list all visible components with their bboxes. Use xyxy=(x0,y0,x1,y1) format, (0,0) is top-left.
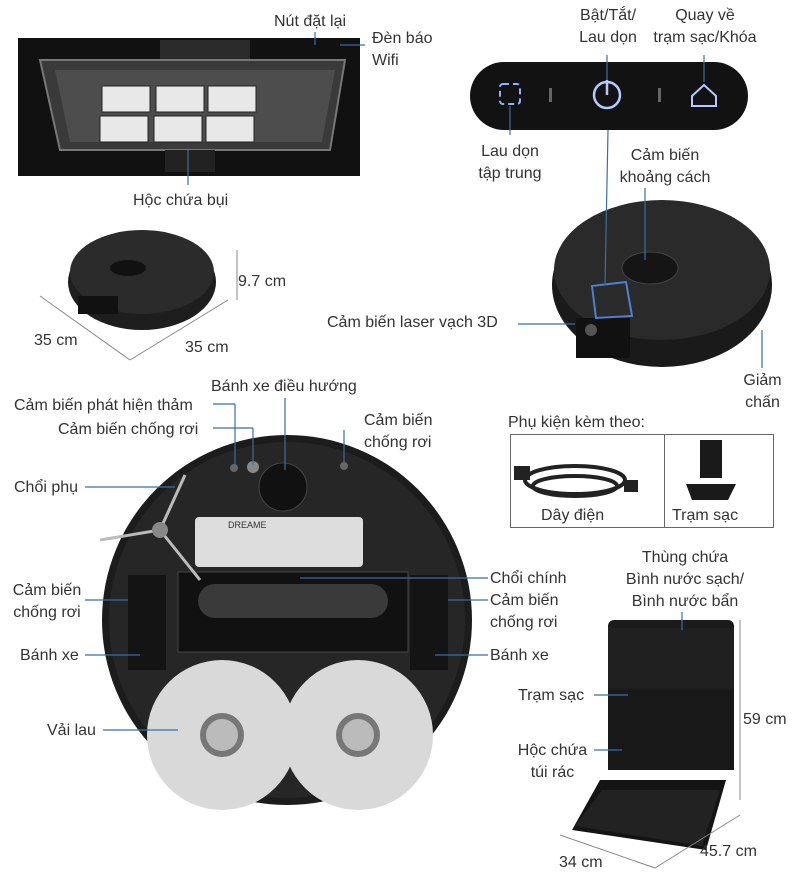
dock-label: Trạm sạc xyxy=(518,687,585,704)
accessories-box xyxy=(510,434,774,528)
dock-width-dimension: 34 cm xyxy=(559,854,603,871)
robot-brand-plate: DREAME xyxy=(228,520,267,530)
accessories-graphics xyxy=(514,440,736,500)
laser-3d-sensor-label: Cảm biến laser vạch 3D xyxy=(327,314,498,331)
cliff-sensor-right-top-label: Cảm biến chống rơi xyxy=(364,412,433,451)
dust-bin-photo xyxy=(18,38,360,176)
carpet-sensor-label: Cảm biến phát hiện thảm xyxy=(14,397,193,414)
mop-pad-label: Vải lau xyxy=(47,722,96,739)
water-tanks-label: Thùng chứa Bình nước sạch/ Bình nước bẩn xyxy=(625,549,745,610)
dock-station xyxy=(559,620,741,869)
robot-underside xyxy=(99,435,472,810)
charging-dock-accessory-label: Trạm sạc xyxy=(672,507,739,524)
bumper-label: Giảm chấn xyxy=(743,372,782,411)
dock-depth-dimension: 45.7 cm xyxy=(700,843,757,860)
width-dimension: 35 cm xyxy=(34,332,78,349)
steering-wheel-label: Bánh xe điều hướng xyxy=(211,378,357,395)
height-dimension: 9.7 cm xyxy=(238,273,287,290)
robot-top-view xyxy=(552,200,772,367)
leader-lines xyxy=(85,32,763,751)
distance-sensor-label: Cảm biến khoảng cách xyxy=(619,147,711,186)
accessories-title: Phụ kiện kèm theo: xyxy=(508,414,645,431)
trash-bag-compartment-label: Hộc chứa túi rác xyxy=(517,742,588,781)
depth-dimension: 35 cm xyxy=(185,339,229,356)
dust-bin-label: Hộc chứa bụi xyxy=(133,192,229,209)
cliff-sensor-right-label: Cảm biến chống rơi xyxy=(490,592,559,631)
power-mop-label: Bật/Tắt/ Lau dọn xyxy=(579,7,637,46)
wifi-light-label: Đèn báo Wifi xyxy=(372,30,433,69)
power-cord-label: Dây điện xyxy=(541,507,605,524)
main-brush-label: Chổi chính xyxy=(490,570,567,587)
cliff-sensor-left-label: Cảm biến chống rơi xyxy=(12,582,82,621)
control-panel xyxy=(470,62,748,130)
dock-height-dimension: 59 cm xyxy=(743,711,787,728)
wheel-left-label: Bánh xe xyxy=(20,647,79,664)
reset-button-label: Nút đặt lại xyxy=(274,13,347,30)
side-brush-label: Chổi phụ xyxy=(14,479,79,496)
wheel-right-label: Bánh xe xyxy=(490,647,549,664)
robot-dimension-view xyxy=(39,230,238,361)
return-dock-lock-label: Quay về trạm sạc/Khóa xyxy=(653,7,757,46)
accessories-divider xyxy=(664,434,665,528)
cliff-sensor-left-top-label: Cảm biến chống rơi xyxy=(58,421,199,438)
spot-clean-label: Lau dọn tập trung xyxy=(478,143,542,182)
